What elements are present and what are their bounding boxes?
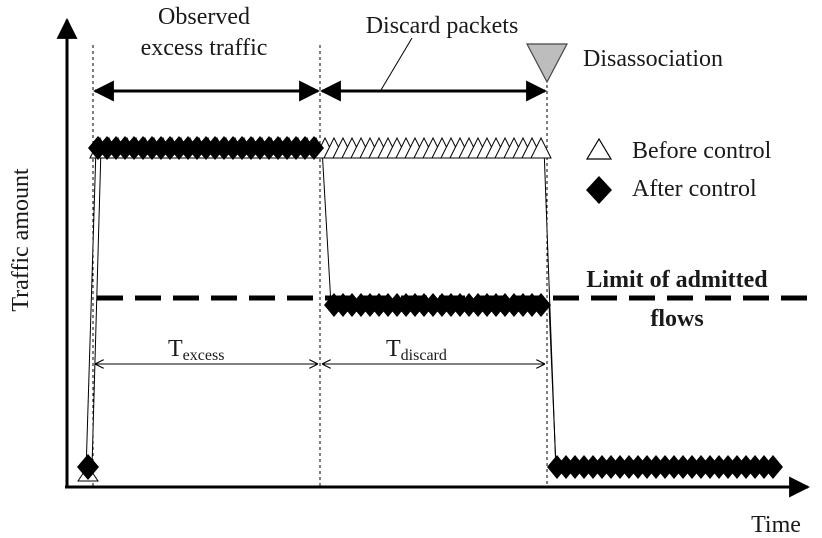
after-control-diamond <box>304 136 324 160</box>
legend-after-control: After control <box>632 176 757 202</box>
start-diamond-marker <box>77 454 99 480</box>
limit-label-line2: flows <box>650 306 703 332</box>
after-control-diamond <box>763 455 783 479</box>
phase-guides <box>92 45 548 487</box>
before-control-triangle <box>530 136 552 159</box>
legend-diamond-icon <box>586 176 612 204</box>
after-control-markers-excess <box>88 136 324 160</box>
after-control-markers-discard <box>324 293 551 317</box>
legend-triangle-icon <box>585 137 613 160</box>
legend: Before control After control <box>585 137 772 204</box>
limit-label-line1: Limit of admitted <box>586 267 768 293</box>
legend-before-control: Before control <box>632 138 772 164</box>
after-control-diamond <box>531 293 551 317</box>
disassociation-label: Disassociation <box>583 46 723 72</box>
t-excess-label: Texcess <box>168 336 224 364</box>
disassociation-icon <box>526 43 568 84</box>
discard-callout-line <box>380 37 413 91</box>
y-axis-label: Traffic amount <box>8 168 34 312</box>
observed-label-line1: Observed <box>158 4 250 30</box>
after-control-markers-disassociated <box>547 455 783 479</box>
t-discard-label: Tdiscard <box>386 336 447 364</box>
observed-label-line2: excess traffic <box>141 35 268 61</box>
x-axis-label: Time <box>751 512 801 538</box>
discard-label: Discard packets <box>366 13 519 39</box>
after-control-trace <box>91 147 557 468</box>
